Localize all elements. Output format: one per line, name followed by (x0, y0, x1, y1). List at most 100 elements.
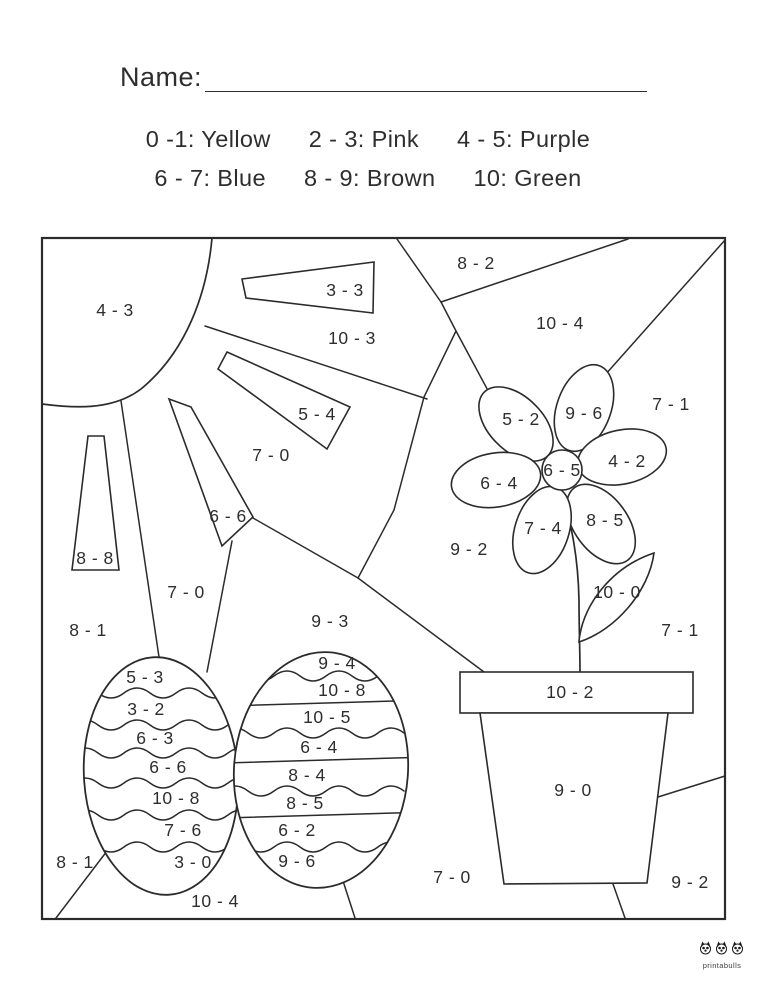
region-label-petal-right: 4 - 2 (608, 451, 646, 471)
region-label-ray-top: 3 - 3 (326, 280, 364, 300)
egg-left-stripe-label: 10 - 8 (152, 788, 200, 808)
partition-line (657, 775, 726, 798)
region-label-petal-bottom-left: 7 - 4 (524, 518, 562, 538)
dog-face-icon (716, 941, 727, 955)
region-label-sky-upper-right: 10 - 4 (536, 313, 584, 333)
watermark: printabulls (694, 940, 750, 970)
egg-right-stripe-label: 6 - 2 (278, 820, 316, 840)
sun-ray (167, 397, 255, 548)
region-label-petal-top-right: 9 - 6 (565, 403, 603, 423)
pot-rim (459, 671, 694, 714)
region-label-sky-corner-right: 9 - 2 (671, 872, 709, 892)
sun (41, 237, 375, 571)
watermark-brand: printabulls (702, 961, 742, 970)
egg-left-stripe-label: 3 - 0 (174, 852, 212, 872)
region-label-petal-top-left: 5 - 2 (502, 409, 540, 429)
legend-item-purple: 4 - 5: Purple (456, 126, 591, 152)
region-label-sky-bottom-right: 7 - 0 (433, 867, 471, 887)
legend-row-2: 6 - 7: Blue 8 - 9: Brown 10: Green (0, 165, 752, 192)
region-labels: 4 - 3 3 - 3 5 - 4 6 - 6 8 - 8 8 - 2 10 -… (56, 253, 709, 911)
region-label-sky-right-upper: 7 - 1 (652, 394, 690, 414)
partition-line (596, 239, 726, 385)
right-egg-outline (232, 651, 410, 889)
flower-pot (459, 671, 694, 885)
region-label-sky-mid-center: 9 - 2 (450, 539, 488, 559)
region-label-ray-mid: 5 - 4 (298, 404, 336, 424)
legend-item-brown: 8 - 9: Brown (303, 165, 436, 191)
egg-right-stripe-label: 9 - 4 (318, 653, 356, 673)
name-write-line (205, 90, 647, 92)
dog-face-icon (700, 941, 711, 955)
partition-line (440, 238, 629, 303)
egg-right-stripe-label: 8 - 5 (286, 793, 324, 813)
sun-ray (71, 435, 120, 571)
region-label-ray-left: 8 - 8 (76, 548, 114, 568)
flower-petal (450, 451, 542, 509)
printabulls-dogs-icon (700, 941, 743, 955)
sun-ray (241, 261, 375, 314)
egg-left-stripe-label: 3 - 2 (127, 699, 165, 719)
egg-stripe-line (225, 785, 405, 797)
egg-stripe-line (75, 747, 247, 759)
egg-stripe-line (225, 727, 405, 739)
region-label-sky-bottom-center: 10 - 4 (191, 891, 239, 911)
sun-arc (41, 237, 213, 408)
region-label-sky-band: 10 - 3 (328, 328, 376, 348)
sun-ray (216, 350, 352, 451)
egg-left-stripe-label: 5 - 3 (126, 667, 164, 687)
region-label-sun: 4 - 3 (96, 300, 134, 320)
region-label-sky-between-eggs: 9 - 3 (311, 611, 349, 631)
egg-left-stripe-label: 6 - 6 (149, 757, 187, 777)
egg-stripe-line (75, 777, 247, 789)
legend-item-blue: 6 - 7: Blue (154, 165, 266, 191)
legend-item-pink: 2 - 3: Pink (308, 126, 419, 152)
partition-line (612, 883, 626, 919)
legend-item-yellow: 0 -1: Yellow (145, 126, 271, 152)
region-label-sky-triangle: 8 - 2 (457, 253, 495, 273)
partition-line (252, 517, 359, 579)
egg-stripe-line (75, 809, 247, 821)
egg-right-stripe-label: 6 - 4 (300, 737, 338, 757)
egg-right-stripe-label: 8 - 4 (288, 765, 326, 785)
partition-line (206, 540, 233, 673)
region-label-pot-body: 9 - 0 (554, 780, 592, 800)
flower-leaf (578, 551, 655, 644)
pot-body (479, 712, 669, 885)
flower-center (541, 449, 583, 491)
region-label-sky-right-mid: 7 - 1 (661, 620, 699, 640)
legend-row-1: 0 -1: Yellow 2 - 3: Pink 4 - 5: Purple (0, 126, 752, 153)
flower-petal (565, 483, 637, 565)
egg-stripe-line (225, 811, 417, 819)
region-label-sky-bottom-left: 8 - 1 (56, 852, 94, 872)
egg-stripe-line (225, 756, 417, 764)
partition-line (120, 400, 160, 658)
partition-line (204, 325, 428, 400)
region-label-leaf: 10 - 0 (593, 582, 641, 602)
egg-right-stripe-label: 10 - 5 (303, 707, 351, 727)
name-label: Name: (120, 62, 203, 92)
background-partition-lines (55, 238, 726, 919)
partition-line (357, 577, 485, 673)
egg-right-stripe-label: 9 - 6 (278, 851, 316, 871)
egg-stripe-line (75, 719, 247, 731)
egg-right-stripe-label: 10 - 8 (318, 680, 366, 700)
egg-left-stripe-label: 6 - 3 (136, 728, 174, 748)
region-label-flower-center: 6 - 5 (543, 460, 581, 480)
region-label-sky-mid-left: 7 - 0 (167, 582, 205, 602)
region-label-petal-left: 6 - 4 (480, 473, 518, 493)
dog-face-icon (732, 941, 743, 955)
partition-line (55, 850, 108, 919)
color-legend: 0 -1: Yellow 2 - 3: Pink 4 - 5: Purple 6… (0, 126, 752, 204)
egg-left-stripe-label: 7 - 6 (164, 820, 202, 840)
legend-item-green: 10: Green (473, 165, 582, 191)
region-label-sky-left: 8 - 1 (69, 620, 107, 640)
region-label-sky-mid-upper: 7 - 0 (252, 445, 290, 465)
region-label-ray-low: 6 - 6 (209, 506, 247, 526)
partition-line (357, 330, 457, 579)
partition-line (342, 880, 356, 919)
region-label-petal-bottom-right: 8 - 5 (586, 510, 624, 530)
partition-line (396, 238, 442, 303)
region-label-pot-rim: 10 - 2 (546, 682, 594, 702)
